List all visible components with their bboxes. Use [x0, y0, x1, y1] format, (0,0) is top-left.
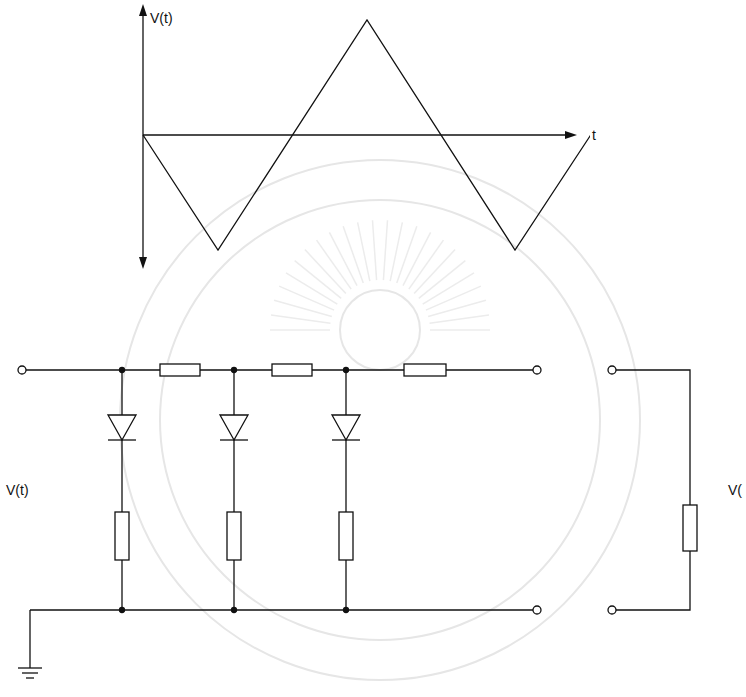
clipper-network	[18, 364, 697, 678]
input-voltage-label: V(t)	[4, 482, 31, 498]
load-resistor-symbol	[683, 505, 697, 551]
bottom-wire	[30, 609, 533, 610]
ground-wire	[29, 610, 30, 668]
resistor-symbol	[227, 512, 241, 560]
resistor-symbol	[115, 512, 129, 560]
output-voltage-label: V(	[726, 482, 744, 498]
diode-bar	[332, 439, 360, 440]
diode-branch	[220, 368, 248, 613]
junction-dot	[120, 368, 125, 373]
diode-symbol	[220, 415, 248, 440]
diode-bar	[220, 439, 248, 440]
watermark-rays	[270, 220, 490, 330]
terminal	[608, 606, 616, 614]
terminal	[18, 366, 26, 374]
terminal	[533, 606, 541, 614]
junction-dot	[232, 608, 237, 613]
terminal	[533, 366, 541, 374]
resistor-symbol	[339, 512, 353, 560]
resistor-symbol	[404, 364, 446, 376]
axis-label: V(t)	[148, 10, 175, 26]
watermark	[120, 160, 640, 680]
diode-symbol	[332, 415, 360, 440]
junction-dot	[344, 608, 349, 613]
axis-label: t	[590, 127, 598, 143]
junction-dot	[120, 608, 125, 613]
load-wire	[612, 370, 690, 610]
terminal	[608, 366, 616, 374]
ground-symbol	[18, 668, 42, 678]
junction-dot	[344, 368, 349, 373]
junction-dot	[232, 368, 237, 373]
resistor-symbol	[160, 364, 200, 376]
resistor-symbol	[272, 364, 312, 376]
diode-bar	[108, 439, 136, 440]
diode-branch	[332, 368, 360, 613]
diode-branch	[108, 368, 136, 613]
diode-symbol	[108, 415, 136, 440]
waveform-plot	[139, 4, 592, 269]
